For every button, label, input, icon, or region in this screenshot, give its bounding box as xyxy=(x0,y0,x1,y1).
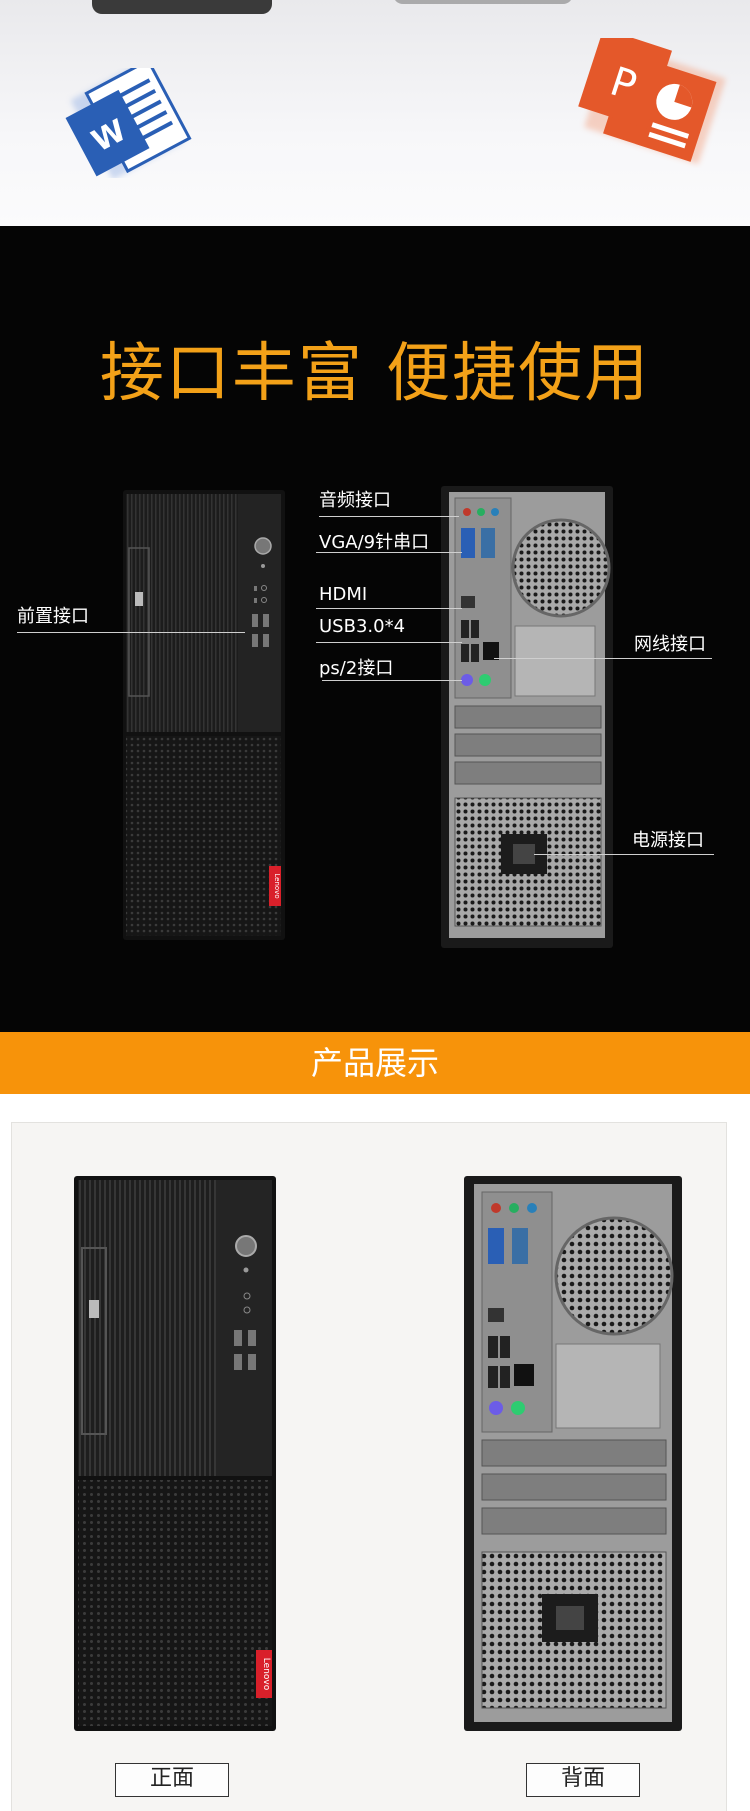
leader-line-vga xyxy=(316,552,462,553)
label-lan: 网线接口 xyxy=(634,634,706,655)
label-hdmi: HDMI xyxy=(319,584,368,605)
leader-line-power xyxy=(534,854,714,855)
product-back-image xyxy=(464,1176,682,1731)
leader-line-front xyxy=(17,632,245,633)
label-audio: 音频接口 xyxy=(319,490,391,511)
leader-line-ps2 xyxy=(322,680,462,681)
back-tower-image xyxy=(441,486,613,948)
pc-base-shadow xyxy=(92,0,272,14)
product-front-image: Lenovo xyxy=(74,1176,276,1731)
front-caption: 正面 xyxy=(115,1763,229,1797)
ports-section: 接口丰富 便捷使用 Lenovo xyxy=(0,226,750,1032)
label-vga: VGA/9针串口 xyxy=(319,532,430,553)
ports-title: 接口丰富 便捷使用 xyxy=(99,337,651,411)
pc-base-shadow-2 xyxy=(393,0,573,4)
front-tower-image: Lenovo xyxy=(123,490,285,940)
label-ps2: ps/2接口 xyxy=(319,658,394,679)
powerpoint-icon: P xyxy=(578,38,726,165)
leader-line-hdmi xyxy=(316,608,462,609)
leader-line-audio xyxy=(319,516,459,517)
top-banner: W P xyxy=(0,0,750,226)
back-caption: 背面 xyxy=(526,1763,640,1797)
product-display-banner: 产品展示 xyxy=(0,1032,750,1094)
label-usb: USB3.0*4 xyxy=(319,616,406,637)
product-display-panel: Lenovo 正面 背面 xyxy=(11,1122,727,1811)
svg-text:Lenovo: Lenovo xyxy=(261,1658,271,1691)
label-front-ports: 前置接口 xyxy=(17,606,89,627)
lenovo-logo: Lenovo xyxy=(273,873,281,898)
leader-line-usb xyxy=(316,642,462,643)
word-icon: W xyxy=(65,68,192,178)
label-power: 电源接口 xyxy=(632,830,704,851)
leader-line-lan xyxy=(494,658,712,659)
